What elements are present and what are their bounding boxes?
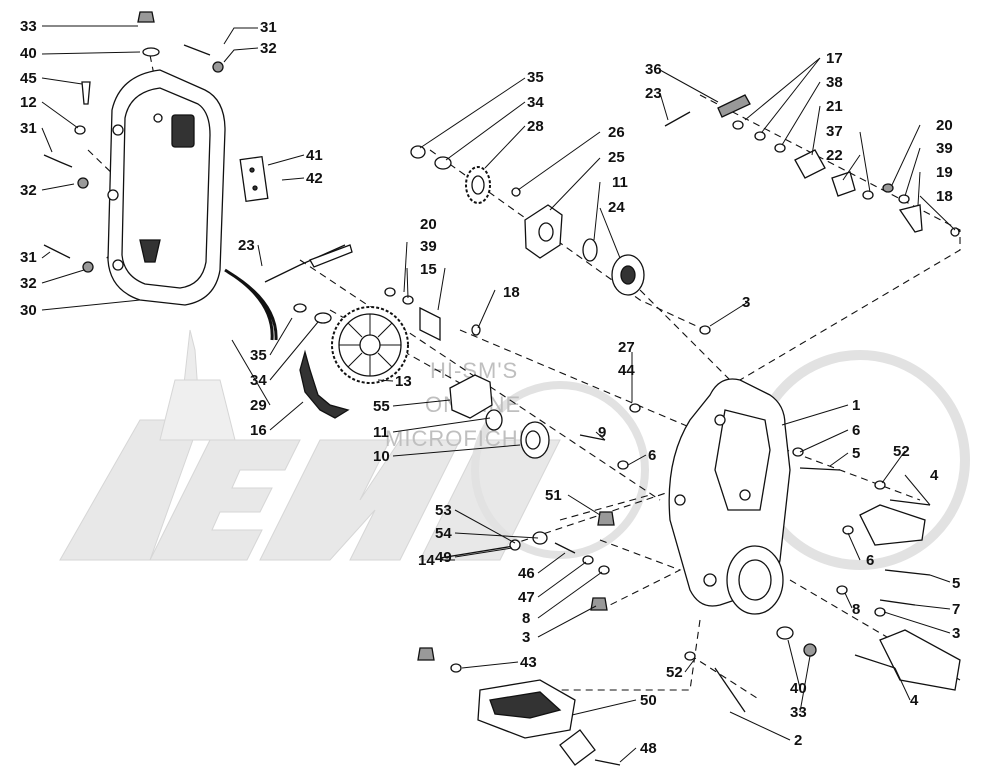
callout-11: 11	[612, 174, 628, 191]
callout-55: 55	[373, 398, 390, 415]
callout-4: 4	[930, 467, 939, 484]
callout-47: 47	[518, 589, 535, 606]
callout-5: 5	[952, 575, 960, 592]
callout-39: 39	[936, 140, 953, 157]
callout-labels: 33 40 45 12 31 32 31 32 31 32 30 41 42 2…	[20, 18, 960, 757]
callout-6: 6	[648, 447, 656, 464]
gear-case-housing	[668, 378, 791, 615]
callout-11: 11	[373, 424, 389, 441]
callout-23: 23	[645, 85, 662, 102]
callout-8: 8	[522, 610, 530, 627]
leader-lines	[41, 25, 956, 763]
callout-30: 30	[20, 302, 37, 319]
watermark: HI-SM'S ON-LINE MICROFICHE	[59, 329, 970, 570]
callout-15: 15	[420, 261, 437, 278]
callout-23: 23	[238, 237, 255, 254]
callout-37: 37	[826, 123, 843, 140]
callout-39: 39	[420, 238, 437, 255]
callout-21: 21	[826, 98, 843, 115]
callout-10: 10	[373, 448, 390, 465]
callout-31: 31	[260, 19, 277, 36]
callout-26: 26	[608, 124, 625, 141]
sprocket-13	[331, 306, 409, 384]
callout-51: 51	[545, 487, 562, 504]
callout-9: 9	[598, 424, 606, 441]
callout-35: 35	[250, 347, 267, 364]
callout-29: 29	[250, 397, 267, 414]
callout-34: 34	[250, 372, 267, 389]
callout-31: 31	[20, 120, 37, 137]
callout-52: 52	[893, 443, 910, 460]
callout-40: 40	[790, 680, 807, 697]
callout-5: 5	[852, 445, 860, 462]
watermark-line-3: MICROFICHE	[385, 426, 534, 451]
callout-3: 3	[952, 625, 960, 642]
callout-20: 20	[936, 117, 953, 134]
callout-41: 41	[306, 147, 323, 164]
callout-22: 22	[826, 147, 843, 164]
callout-8: 8	[852, 601, 860, 618]
callout-33: 33	[790, 704, 807, 721]
callout-16: 16	[250, 422, 267, 439]
callout-32: 32	[260, 40, 277, 57]
upper-drive-group	[410, 145, 645, 296]
callout-6: 6	[866, 552, 874, 569]
callout-44: 44	[618, 362, 635, 379]
center-fasteners	[439, 325, 711, 611]
callout-54: 54	[435, 525, 452, 542]
callout-6: 6	[852, 422, 860, 439]
callout-4: 4	[910, 692, 919, 709]
callout-34: 34	[527, 94, 544, 111]
callout-32: 32	[20, 275, 37, 292]
callout-25: 25	[608, 149, 625, 166]
callout-45: 45	[20, 70, 37, 87]
callout-32: 32	[20, 182, 37, 199]
callout-18: 18	[503, 284, 520, 301]
left-fasteners	[43, 11, 224, 273]
callout-13: 13	[395, 373, 412, 390]
callout-35: 35	[527, 69, 544, 86]
chain-case-cover	[107, 69, 226, 306]
callout-48: 48	[640, 740, 657, 757]
callout-7: 7	[952, 601, 960, 618]
right-fasteners	[684, 447, 931, 713]
callout-2: 2	[794, 732, 802, 749]
callout-31: 31	[20, 249, 37, 266]
shift-linkage-group	[664, 94, 960, 237]
tensioner-assembly	[384, 287, 550, 459]
callout-36: 36	[645, 61, 662, 78]
callout-49: 49	[435, 549, 452, 566]
callout-38: 38	[826, 74, 843, 91]
callout-12: 12	[20, 94, 37, 111]
callout-27: 27	[618, 339, 635, 356]
callout-3: 3	[742, 294, 750, 311]
callout-52: 52	[666, 664, 683, 681]
drive-chain-group	[224, 244, 353, 419]
callout-24: 24	[608, 199, 625, 216]
callout-14: 14	[418, 552, 435, 569]
callout-3: 3	[522, 629, 530, 646]
callout-40: 40	[20, 45, 37, 62]
callout-28: 28	[527, 118, 544, 135]
callout-33: 33	[20, 18, 37, 35]
callout-50: 50	[640, 692, 657, 709]
callout-1: 1	[852, 397, 860, 414]
shift-bracket-group	[417, 647, 621, 766]
callout-42: 42	[306, 170, 323, 187]
callout-20: 20	[420, 216, 437, 233]
output-shafts	[859, 504, 961, 691]
callout-53: 53	[435, 502, 452, 519]
callout-17: 17	[826, 50, 843, 67]
callout-19: 19	[936, 164, 953, 181]
callout-46: 46	[518, 565, 535, 582]
bracket-41	[239, 155, 269, 203]
callout-43: 43	[520, 654, 537, 671]
callout-18: 18	[936, 188, 953, 205]
